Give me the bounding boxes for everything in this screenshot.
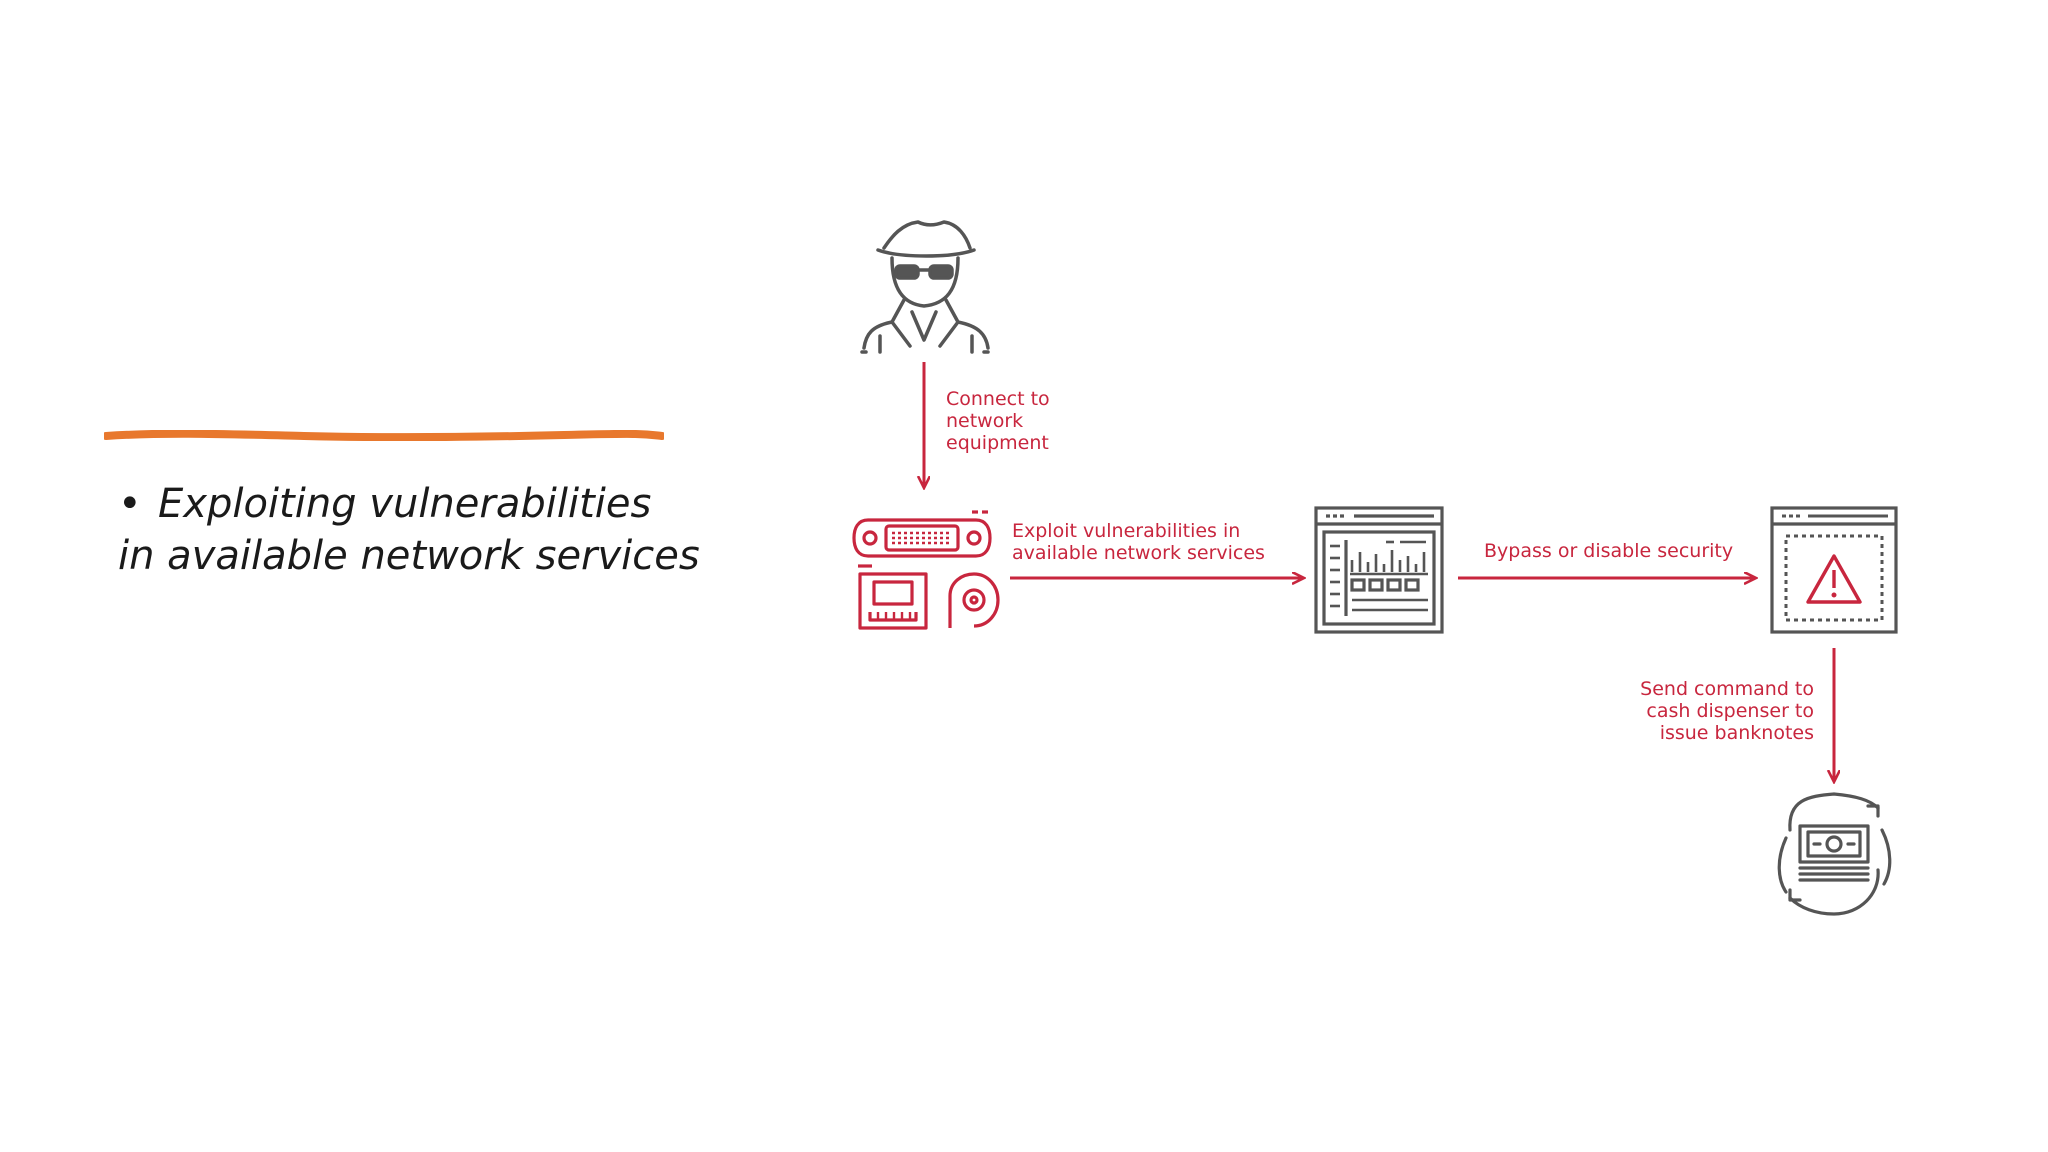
bullet-line-2: in available network services <box>118 533 700 579</box>
accent-underline <box>104 430 664 441</box>
dashboard-window-icon <box>1314 506 1444 634</box>
hacker-icon <box>860 220 990 354</box>
label-send: Send command to cash dispenser to issue … <box>1640 678 1814 744</box>
label-connect: Connect to network equipment <box>946 388 1050 454</box>
label-bypass: Bypass or disable security <box>1484 540 1734 562</box>
network-ports-icon <box>852 510 1000 630</box>
bullet-symbol: • <box>118 481 142 527</box>
bullet-line-1-text: Exploiting vulnerabilities <box>158 481 652 527</box>
warning-window-icon <box>1770 506 1898 634</box>
bullet-line-1: • Exploiting vulnerabilities <box>118 478 758 530</box>
bullet-text: • Exploiting vulnerabilities in available… <box>118 478 758 582</box>
cash-cycle-icon <box>1777 792 1892 916</box>
label-exploit: Exploit vulnerabilities in available net… <box>1012 520 1265 564</box>
